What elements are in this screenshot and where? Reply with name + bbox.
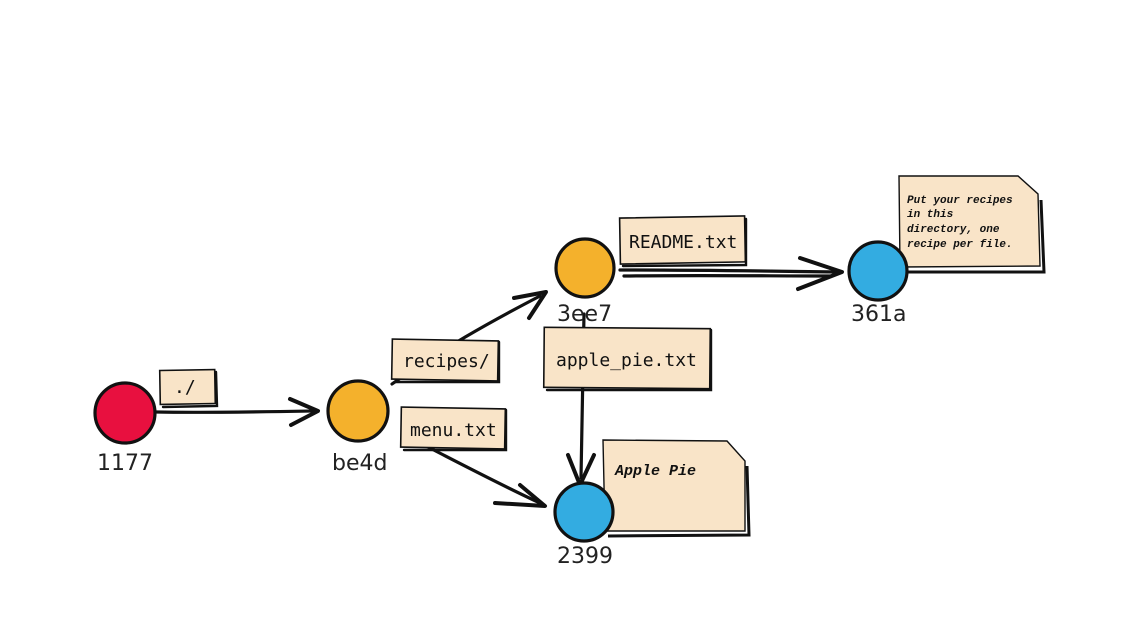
node-2399-hash: 2399 — [557, 544, 613, 569]
apple-pie-content-note: Apple Pie — [602, 439, 751, 538]
edge-label-apple-pie: apple_pie.txt — [542, 326, 713, 392]
edge-label-recipes: recipes/ — [390, 338, 501, 384]
tree-node — [326, 379, 390, 443]
edge-label-menu-text: menu.txt — [410, 420, 497, 441]
node-be4d: be4d — [326, 379, 390, 476]
edge-menu — [424, 444, 547, 508]
edge-readme — [618, 256, 844, 291]
edge-label-root: ./ — [158, 368, 219, 409]
node-1177-hash: 1177 — [97, 451, 153, 476]
readme-note-line-2: in this — [907, 209, 954, 221]
edge-root-tree — [155, 397, 320, 427]
edge-label-root-text: ./ — [174, 377, 196, 398]
readme-note-line-3: directory, one — [907, 224, 1000, 236]
node-361a: 361a — [847, 240, 909, 327]
edge-label-recipes-text: recipes/ — [403, 351, 490, 372]
node-1177: 1177 — [93, 381, 157, 476]
node-3ee7-hash: 3ee7 — [557, 302, 612, 327]
readme-content-note: Put your recipes in this directory, one … — [898, 175, 1046, 274]
tree-node — [554, 237, 616, 299]
node-2399: 2399 — [553, 481, 615, 569]
node-3ee7: 3ee7 — [554, 237, 616, 327]
readme-note-line-4: recipe per file. — [907, 239, 1013, 251]
edge-label-readme-text: README.txt — [629, 232, 737, 253]
node-361a-hash: 361a — [851, 302, 906, 327]
readme-note-line-1: Put your recipes — [907, 195, 1013, 207]
commit-node — [93, 381, 157, 445]
blob-node — [553, 481, 615, 543]
node-be4d-hash: be4d — [332, 451, 387, 476]
edge-label-apple-pie-text: apple_pie.txt — [556, 350, 697, 371]
edge-label-menu: menu.txt — [399, 406, 508, 452]
edge-label-readme: README.txt — [618, 215, 748, 268]
apple-pie-note-line-1: Apple Pie — [614, 463, 696, 480]
blob-node — [847, 240, 909, 302]
